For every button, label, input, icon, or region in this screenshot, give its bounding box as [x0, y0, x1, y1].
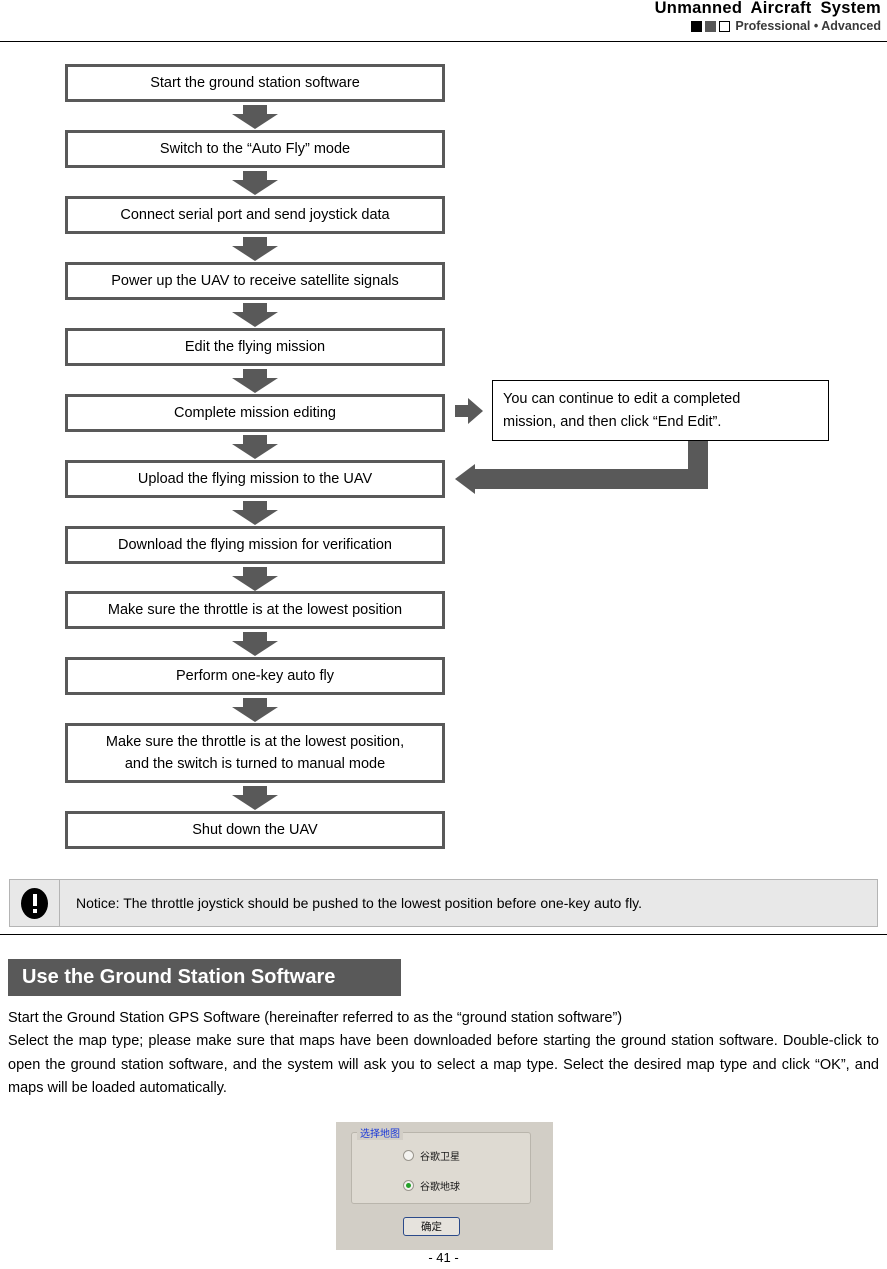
flow-arrow-8-down-icon: [232, 567, 278, 591]
flow-step-4: Power up the UAV to receive satellite si…: [65, 262, 445, 300]
notice-icon-cell: [10, 880, 60, 926]
flow-step-9-label: Make sure the throttle is at the lowest …: [107, 601, 403, 618]
map-type-group-box: [351, 1132, 531, 1204]
section-heading: Use the Ground Station Software: [22, 966, 336, 988]
flow-step-2-label: Switch to the “Auto Fly” mode: [159, 140, 351, 157]
map-type-legend: 选择地图: [357, 1125, 403, 1140]
page-header: Unmanned Aircraft System Professional • …: [0, 0, 887, 42]
note-connector-horizontal: [474, 469, 690, 489]
radio-unselected-icon[interactable]: [403, 1150, 414, 1161]
flow-step-5: Edit the flying mission: [65, 328, 445, 366]
flow-step-8-label: Download the flying mission for verifica…: [117, 536, 392, 553]
map-option-google-earth-label: 谷歌地球: [420, 1182, 460, 1193]
flow-step-6: Complete mission editing: [65, 394, 445, 432]
page-footer: - 41 -: [0, 1250, 887, 1265]
notice-bar: Notice: The throttle joystick should be …: [9, 879, 878, 927]
exclamation-icon: [21, 887, 48, 919]
flow-step-11-label-line2: and the switch is turned to manual mode: [124, 756, 386, 772]
flow-step-9: Make sure the throttle is at the lowest …: [65, 591, 445, 629]
edit-note-callout: You can continue to edit a completed mis…: [492, 380, 829, 441]
header-subtitle-label: Professional • Advanced: [735, 19, 881, 33]
flow-arrow-5-down-icon: [232, 369, 278, 393]
flow-arrow-1-down-icon: [232, 105, 278, 129]
flow-arrow-2-down-icon: [232, 171, 278, 195]
flow-step-12: Shut down the UAV: [65, 811, 445, 849]
radio-selected-icon[interactable]: [403, 1180, 414, 1191]
body-paragraph-1: Start the Ground Station GPS Software (h…: [8, 1010, 623, 1026]
page-number: - 41 -: [428, 1250, 459, 1265]
map-option-google-earth[interactable]: 谷歌地球: [403, 1178, 460, 1193]
flow-step-5-label: Edit the flying mission: [184, 338, 326, 355]
flow-step-12-label: Shut down the UAV: [192, 821, 318, 838]
flow-step-11-label-line1: Make sure the throttle is at the lowest …: [105, 733, 405, 750]
note-arrow-right-icon: [455, 398, 483, 424]
body-paragraph-2: Select the map type; please make sure th…: [8, 1033, 879, 1097]
flow-step-1: Start the ground station software: [65, 64, 445, 102]
body-copy: Start the Ground Station GPS Software (h…: [8, 1007, 879, 1101]
square-gray-icon: [705, 20, 717, 32]
edit-note-line1: You can continue to edit a completed: [503, 391, 741, 407]
flow-step-8: Download the flying mission for verifica…: [65, 526, 445, 564]
square-black-icon: [691, 20, 703, 32]
document-title: Unmanned Aircraft System: [654, 0, 881, 17]
flow-arrow-6-down-icon: [232, 435, 278, 459]
flow-step-10: Perform one-key auto fly: [65, 657, 445, 695]
confirm-button[interactable]: 确定: [403, 1217, 460, 1236]
flow-step-1-label: Start the ground station software: [150, 74, 360, 91]
flow-step-2: Switch to the “Auto Fly” mode: [65, 130, 445, 168]
notice-text: Notice: The throttle joystick should be …: [76, 895, 643, 911]
map-type-dialog-screenshot: 选择地图 谷歌卫星 谷歌地球 确定: [336, 1122, 553, 1250]
header-subtitle-row: Professional • Advanced: [691, 19, 881, 33]
flow-step-6-label: Complete mission editing: [174, 404, 336, 421]
map-option-google-satellite[interactable]: 谷歌卫星: [403, 1148, 460, 1163]
flow-step-10-label: Perform one-key auto fly: [176, 667, 334, 684]
flow-arrow-11-down-icon: [232, 786, 278, 810]
flow-arrow-4-down-icon: [232, 303, 278, 327]
flow-arrow-10-down-icon: [232, 698, 278, 722]
flow-step-3-label: Connect serial port and send joystick da…: [120, 206, 390, 223]
flow-arrow-9-down-icon: [232, 632, 278, 656]
notice-divider: [0, 934, 887, 935]
flow-step-4-label: Power up the UAV to receive satellite si…: [111, 272, 399, 289]
flow-arrow-3-down-icon: [232, 237, 278, 261]
square-white-icon: [719, 20, 731, 32]
edit-note-line2: mission, and then click “End Edit”.: [503, 414, 722, 431]
flow-step-3: Connect serial port and send joystick da…: [65, 196, 445, 234]
flow-step-7-label: Upload the flying mission to the UAV: [137, 470, 373, 487]
map-option-google-satellite-label: 谷歌卫星: [420, 1152, 460, 1163]
flow-step-11: Make sure the throttle is at the lowest …: [65, 723, 445, 783]
note-connector-arrow-left-icon: [455, 464, 475, 494]
flow-step-7: Upload the flying mission to the UAV: [65, 460, 445, 498]
note-connector-vertical: [688, 441, 708, 489]
header-divider: [0, 41, 887, 42]
section-banner: Use the Ground Station Software: [8, 959, 401, 996]
flow-arrow-7-down-icon: [232, 501, 278, 525]
